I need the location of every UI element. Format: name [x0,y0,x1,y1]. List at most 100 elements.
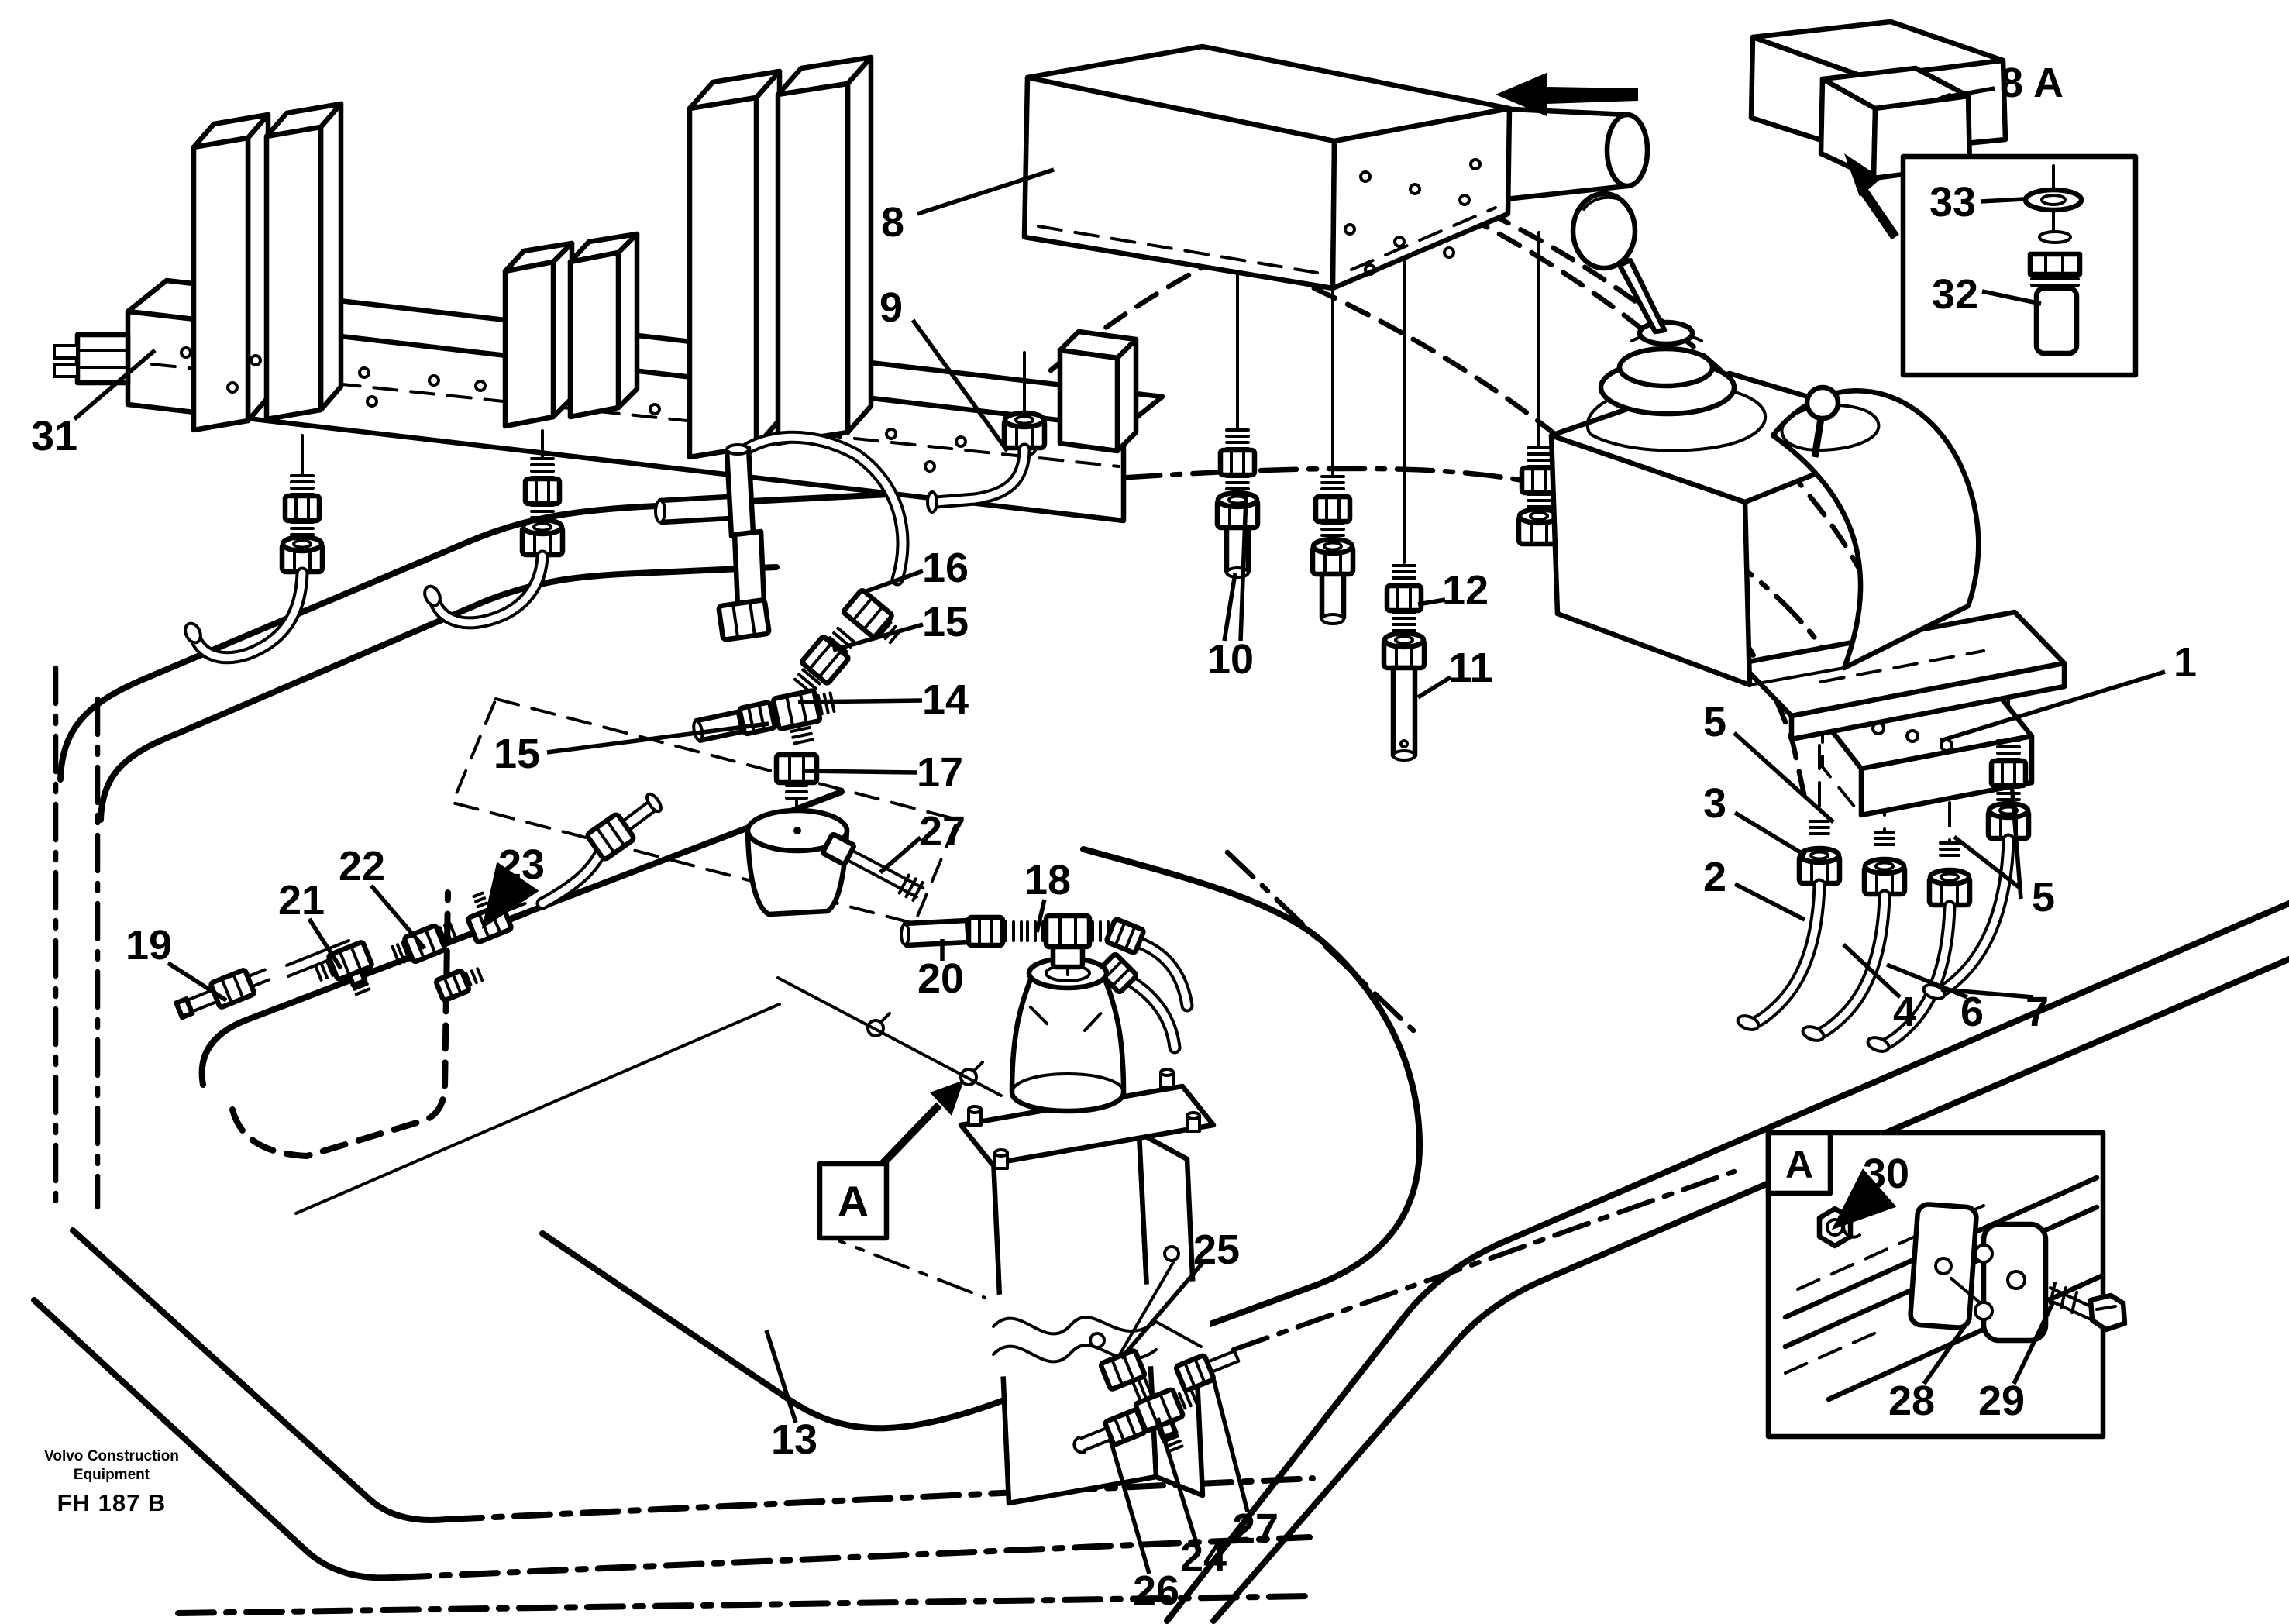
tee-21 [314,940,374,996]
coupling-15 [793,626,856,695]
valve-ports [180,346,1037,473]
hose-2 [1801,831,1905,1042]
callout-21: 21 [277,877,325,924]
leader-4 [1842,942,1902,1000]
valve-section-slab [502,240,575,429]
plug-27a [821,831,925,902]
callout-7: 7 [2025,989,2050,1035]
console-bracket [1737,609,2067,742]
leader-33 [1980,197,2025,204]
callout-3: 3 [1702,780,1727,827]
callout-27a: 27 [918,808,966,855]
hex-nut [716,597,772,642]
callout-19: 19 [125,922,173,969]
callout-20: 20 [917,955,965,1002]
leader-27a [879,835,922,875]
elbow-16 [842,588,902,645]
leader-17 [801,769,918,775]
fitting-27b [1174,1349,1241,1393]
valve-section-slab [687,68,783,460]
leader-32 [1981,289,2042,306]
callout-26: 26 [1132,1567,1180,1614]
fitting-below-22 [434,967,484,1003]
detail-inset-32-33 [1900,153,2139,378]
leader-29 [2012,1302,2055,1385]
inset-corner-label: A [1785,1143,1813,1186]
coupling-column-a [1217,430,1258,577]
valve-8a-unit [1748,19,2008,181]
cartridge-valve-left [745,807,850,917]
pilot-box-ports [1344,158,1482,276]
chassis-frame-lines [31,466,2289,1624]
leader-8 [917,167,1055,216]
leader-1 [1940,669,2166,743]
callout-2: 2 [1702,854,1727,900]
bolt-29 [2044,1282,2128,1333]
block-outlet-fitting-left [184,434,322,665]
leader-7 [1940,987,2034,1000]
detail-a-marker-box: A [817,1161,890,1241]
callout-9: 9 [879,284,904,331]
coupling-11 [1384,633,1424,762]
leader-19 [167,961,228,1003]
inset-corner-label-box: A [1765,1130,1833,1196]
cartridge-valve-main: A [776,913,1241,1506]
callout-29: 29 [1977,1378,2026,1424]
callout-5a: 5 [1702,699,1727,745]
callout-5b: 5 [2031,874,2056,920]
joystick-console [1548,191,2067,1053]
block-outlet-fitting-right [423,429,563,630]
leader-10 [1238,495,1248,642]
coupling-column-b [1313,477,1353,624]
left-arrow-icon [1496,73,1638,116]
joystick-lever-small [1804,384,1841,458]
valve-section-slab [567,231,640,420]
callout-15a: 15 [921,599,969,645]
supply-line-fittings [174,792,663,1020]
washer-33 [2022,164,2084,236]
detail-a-marker-label: A [838,1177,869,1226]
callout-23: 23 [497,841,546,888]
main-control-valve-block [53,54,1165,665]
brand-line-1: Volvo Construction [44,1448,179,1464]
callout-25: 25 [1193,1227,1241,1273]
callout-22: 22 [338,843,386,889]
callout-16: 16 [921,545,969,591]
callout-15b: 15 [493,731,541,777]
clamp-half-28 [1974,1221,2049,1344]
arrow-to-8a [1844,153,1899,240]
callout-27b: 27 [1231,1505,1279,1552]
leader-21 [307,917,343,970]
callout-1: 1 [2173,639,2198,686]
callout-17: 17 [916,749,964,796]
joystick-lever-main [1570,191,1737,417]
leader-30 [1831,1168,1897,1230]
valve-section-slab [191,112,271,433]
callout-24: 24 [1179,1534,1227,1581]
brand-line-2: Equipment [73,1466,150,1483]
callout-13: 13 [770,1416,818,1463]
leader-2 [1733,882,1806,922]
leader-13 [764,1330,798,1423]
leader-15a [832,622,924,652]
leader-25 [1119,1261,1205,1360]
leader-22 [369,884,427,950]
leader-31 [73,348,157,421]
hose-3 [1866,841,1970,1053]
leader-18 [1034,899,1047,933]
leader-10 [1222,573,1237,642]
callout-31: 31 [30,413,78,459]
coupling-12 [1387,566,1421,631]
damper-32 [2027,230,2083,356]
center-fitting-chain [654,430,925,917]
clipped-pipe [776,976,1003,1097]
leader-12 [1417,597,1446,607]
valve-section-slab [775,54,874,446]
leader-27b [1210,1372,1250,1512]
leader-28 [1922,1316,1973,1385]
callout-11: 11 [1448,645,1493,691]
callout-33: 33 [1929,179,1977,225]
figure-code: FH 187 B [57,1488,167,1516]
callout-10: 10 [1206,636,1255,683]
